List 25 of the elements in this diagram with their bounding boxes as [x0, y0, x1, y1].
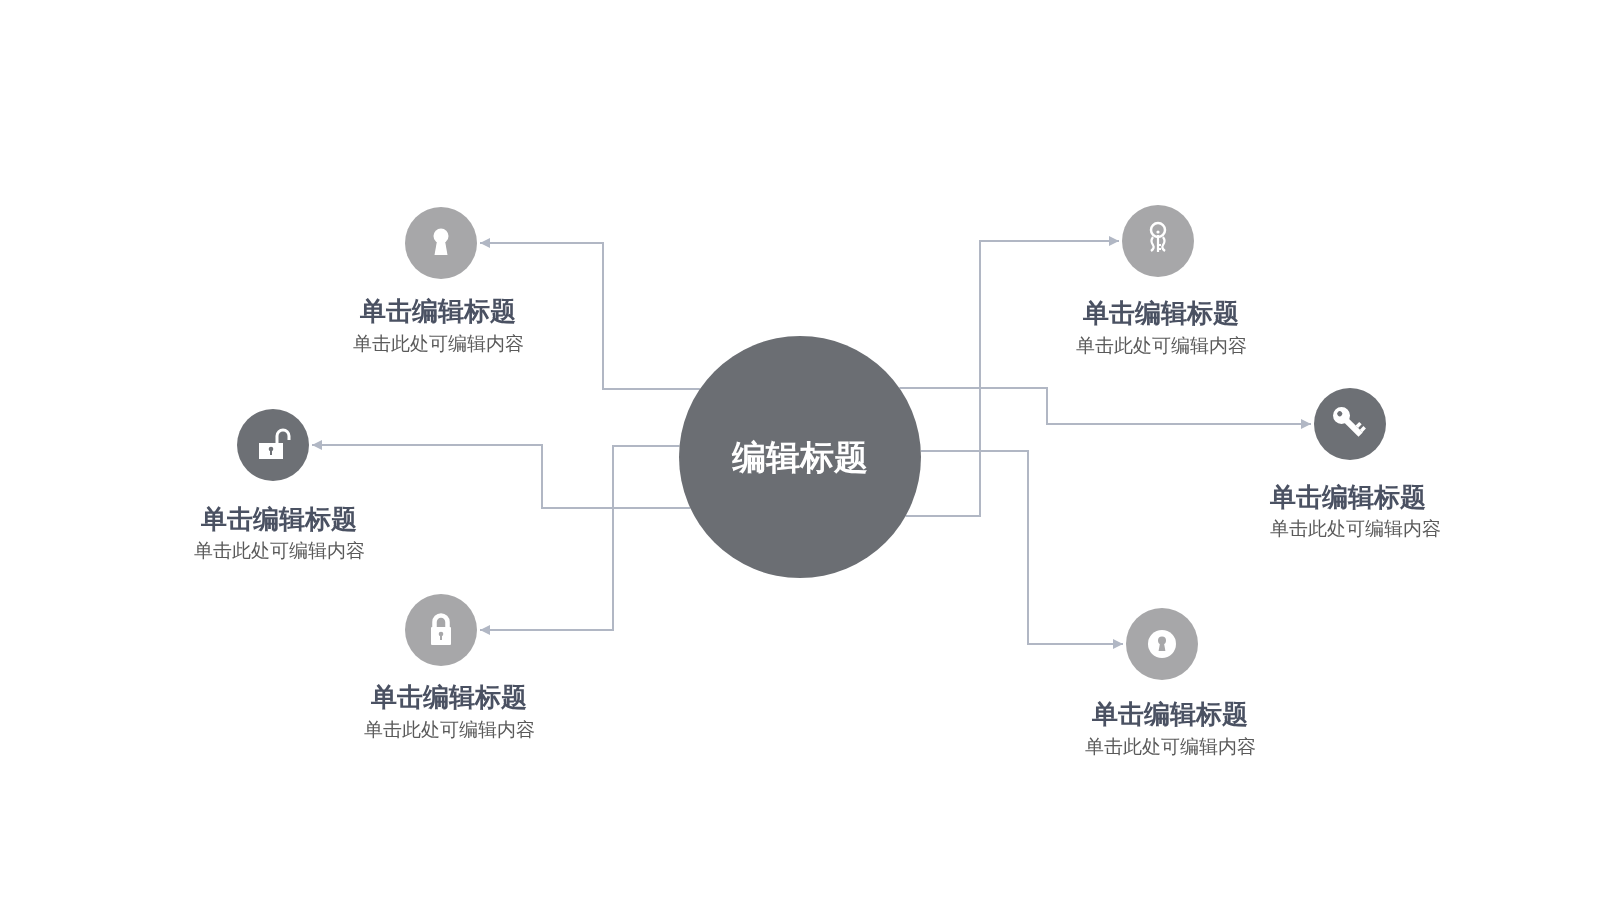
description: 单击此处可编辑内容 — [352, 332, 524, 356]
keyhole-icon — [1126, 608, 1198, 680]
heading: 单击编辑标题 — [360, 294, 516, 328]
description: 单击此处可编辑内容 — [1084, 735, 1256, 759]
heading: 单击编辑标题 — [371, 680, 527, 714]
description: 单击此处可编辑内容 — [193, 539, 365, 563]
key-icon — [1314, 388, 1386, 460]
title: 编辑标题 — [732, 436, 868, 478]
key-ring-icon — [1122, 205, 1194, 277]
open-padlock-icon — [237, 409, 309, 481]
description: 单击此处可编辑内容 — [1270, 517, 1441, 541]
description: 单击此处可编辑内容 — [1075, 334, 1247, 358]
arrow — [479, 445, 681, 635]
heading: 单击编辑标题 — [1083, 296, 1239, 330]
arrow — [311, 440, 692, 509]
arrow — [898, 387, 1312, 429]
description: 单击此处可编辑内容 — [363, 718, 535, 742]
keyhole-icon — [405, 207, 477, 279]
heading: 单击编辑标题 — [1092, 697, 1248, 731]
arrow — [904, 236, 1120, 517]
padlock-icon — [405, 594, 477, 666]
arrow — [479, 238, 701, 390]
heading: 单击编辑标题 — [201, 502, 357, 536]
arrow — [919, 450, 1124, 649]
heading: 单击编辑标题 — [1270, 480, 1426, 514]
